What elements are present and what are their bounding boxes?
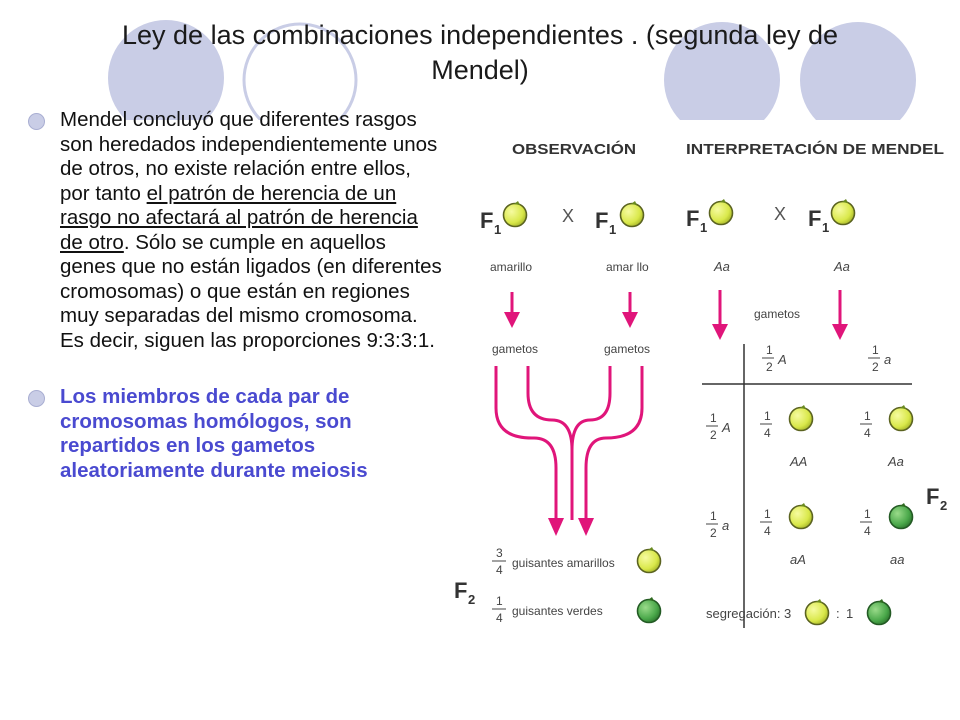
bullet-dot: [28, 390, 45, 407]
interpretacion-header: INTERPRETACIÓN DE MENDEL: [686, 140, 944, 158]
gametos-label-left: gametos: [492, 342, 538, 356]
genotype-aA: aA: [790, 552, 806, 567]
genotype-label-left: Aa: [713, 259, 730, 274]
deco-circle: [800, 22, 916, 120]
ratio-yellow-label: guisantes amarillos: [512, 556, 615, 570]
half-num: 1: [710, 411, 717, 425]
f1-label: F: [686, 206, 699, 231]
deco-circle: [108, 20, 224, 120]
genotype-AA: AA: [789, 454, 807, 469]
genotype-aa: aa: [890, 552, 904, 567]
green-pea-icon: [636, 596, 662, 624]
ratio-yellow-num: 3: [496, 546, 503, 560]
half-den: 2: [710, 428, 717, 442]
f1-label: F: [595, 208, 608, 233]
merge-line-right: [570, 366, 612, 451]
mendel-diagram: OBSERVACIÓN INTERPRETACIÓN DE MENDEL F 1…: [454, 140, 947, 628]
slide-decoration: [108, 20, 916, 120]
quarter-den: 4: [764, 426, 771, 440]
half-den: 2: [710, 526, 717, 540]
yellow-pea-icon: [502, 200, 528, 228]
quarter-den: 4: [864, 426, 871, 440]
bullet-2-text: Los miembros de cada par de cromosomas h…: [60, 385, 368, 482]
ratio-green-den: 4: [496, 611, 503, 625]
quarter-num: 1: [764, 507, 771, 521]
bullet-1-text-underlined: el patrón de herencia de un rasgo no afe…: [60, 181, 418, 254]
f2-label-right: F: [926, 484, 939, 509]
allele-a-col: a: [884, 352, 891, 367]
f1-subscript: 1: [822, 220, 829, 235]
green-pea-icon: [888, 502, 914, 530]
genotype-Aa: Aa: [887, 454, 904, 469]
arrow-head: [832, 324, 848, 340]
yellow-pea-icon: [888, 404, 914, 432]
bullet-list: Mendel concluyó que diferentes rasgos so…: [28, 108, 446, 483]
bullet-1-text-before: Mendel concluyó que diferentes rasgos so…: [60, 108, 438, 205]
ratio-green-label: guisantes verdes: [512, 604, 603, 618]
genotype-label-right: Aa: [833, 259, 850, 274]
bullet-item-2: Los miembros de cada par de cromosomas h…: [28, 385, 446, 483]
allele-a-row: a: [722, 518, 729, 533]
half-den: 2: [766, 360, 773, 374]
f1-subscript: 1: [700, 220, 707, 235]
title-line-2: Mendel): [431, 55, 529, 85]
amarillo-label-left: amarillo: [490, 260, 532, 274]
merge-line-left: [526, 366, 574, 520]
slide-title: Ley de las combinaciones independientes …: [20, 18, 940, 88]
quarter-den: 4: [864, 524, 871, 538]
yellow-pea-icon: [619, 200, 645, 228]
quarter-num: 1: [864, 409, 871, 423]
f2-subscript-left: 2: [468, 592, 475, 607]
f1-label: F: [808, 206, 821, 231]
segregacion-colon: :: [836, 606, 840, 621]
cross-symbol: X: [562, 206, 574, 226]
title-line-1: Ley de las combinaciones independientes …: [122, 20, 838, 50]
bullet-dot: [28, 113, 45, 130]
yellow-pea-icon: [830, 198, 856, 226]
quarter-den: 4: [764, 524, 771, 538]
deco-circle: [664, 22, 780, 120]
yellow-pea-icon: [788, 502, 814, 530]
cross-symbol: X: [774, 204, 786, 224]
yellow-pea-icon: [788, 404, 814, 432]
bullet-1-text-after: . Sólo se cumple en aquellos genes que n…: [60, 230, 442, 352]
allele-A-col: A: [777, 352, 787, 367]
half-den: 2: [872, 360, 879, 374]
half-num: 1: [710, 509, 717, 523]
f1-subscript: 1: [609, 222, 616, 237]
amarillo-label-right: amar llo: [606, 260, 649, 274]
f2-label-left: F: [454, 578, 467, 603]
quarter-num: 1: [764, 409, 771, 423]
bullet-item-1: Mendel concluyó que diferentes rasgos so…: [28, 108, 446, 353]
quarter-num: 1: [864, 507, 871, 521]
observacion-header: OBSERVACIÓN: [512, 140, 636, 158]
gametos-label-interpretation: gametos: [754, 307, 800, 321]
gametos-label-right: gametos: [604, 342, 650, 356]
yellow-pea-icon: [804, 598, 830, 626]
arrow-head: [578, 518, 594, 536]
ratio-green-num: 1: [496, 594, 503, 608]
f1-subscript: 1: [494, 222, 501, 237]
ratio-yellow-den: 4: [496, 563, 503, 577]
half-num: 1: [872, 343, 879, 357]
segregacion-one: 1: [846, 606, 853, 621]
segregacion-label: segregación: 3: [706, 606, 791, 621]
merge-line-right: [584, 366, 644, 520]
yellow-pea-icon: [708, 198, 734, 226]
arrow-head: [712, 324, 728, 340]
arrow-head: [548, 518, 564, 536]
yellow-pea-icon: [636, 546, 662, 574]
deco-circle: [242, 22, 358, 120]
f2-subscript-right: 2: [940, 498, 947, 513]
green-pea-icon: [866, 598, 892, 626]
merge-line-left: [494, 366, 558, 520]
half-num: 1: [766, 343, 773, 357]
arrow-head: [504, 312, 520, 328]
f1-label: F: [480, 208, 493, 233]
allele-A-row: A: [721, 420, 731, 435]
arrow-head: [622, 312, 638, 328]
